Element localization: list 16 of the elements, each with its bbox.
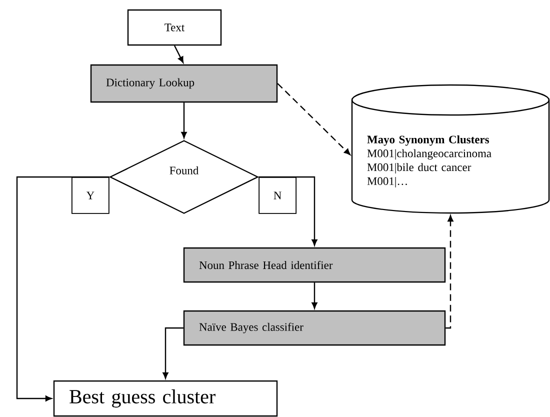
arrow [16,176,110,402]
arrow [258,176,318,246]
output-box: Best guess cluster [53,380,278,417]
arrow [162,327,184,379]
edge-label: Y [71,177,110,214]
arrow [181,102,187,138]
arrow [312,282,318,309]
edge-label: N [258,177,297,214]
text-box: Text [127,9,222,46]
arrow [174,45,184,63]
arrow [277,83,350,156]
process-box: Dictionary Lookup [90,64,278,103]
database-cylinder: Mayo Synonym Clusters M001|cholangeocarcinoma M001|bile duct cancer M001|… [351,84,550,214]
process-box: Noun Phrase Head identifier [183,247,446,283]
process-box: Naïve Bayes classifier [183,310,446,346]
arrow [446,215,454,329]
